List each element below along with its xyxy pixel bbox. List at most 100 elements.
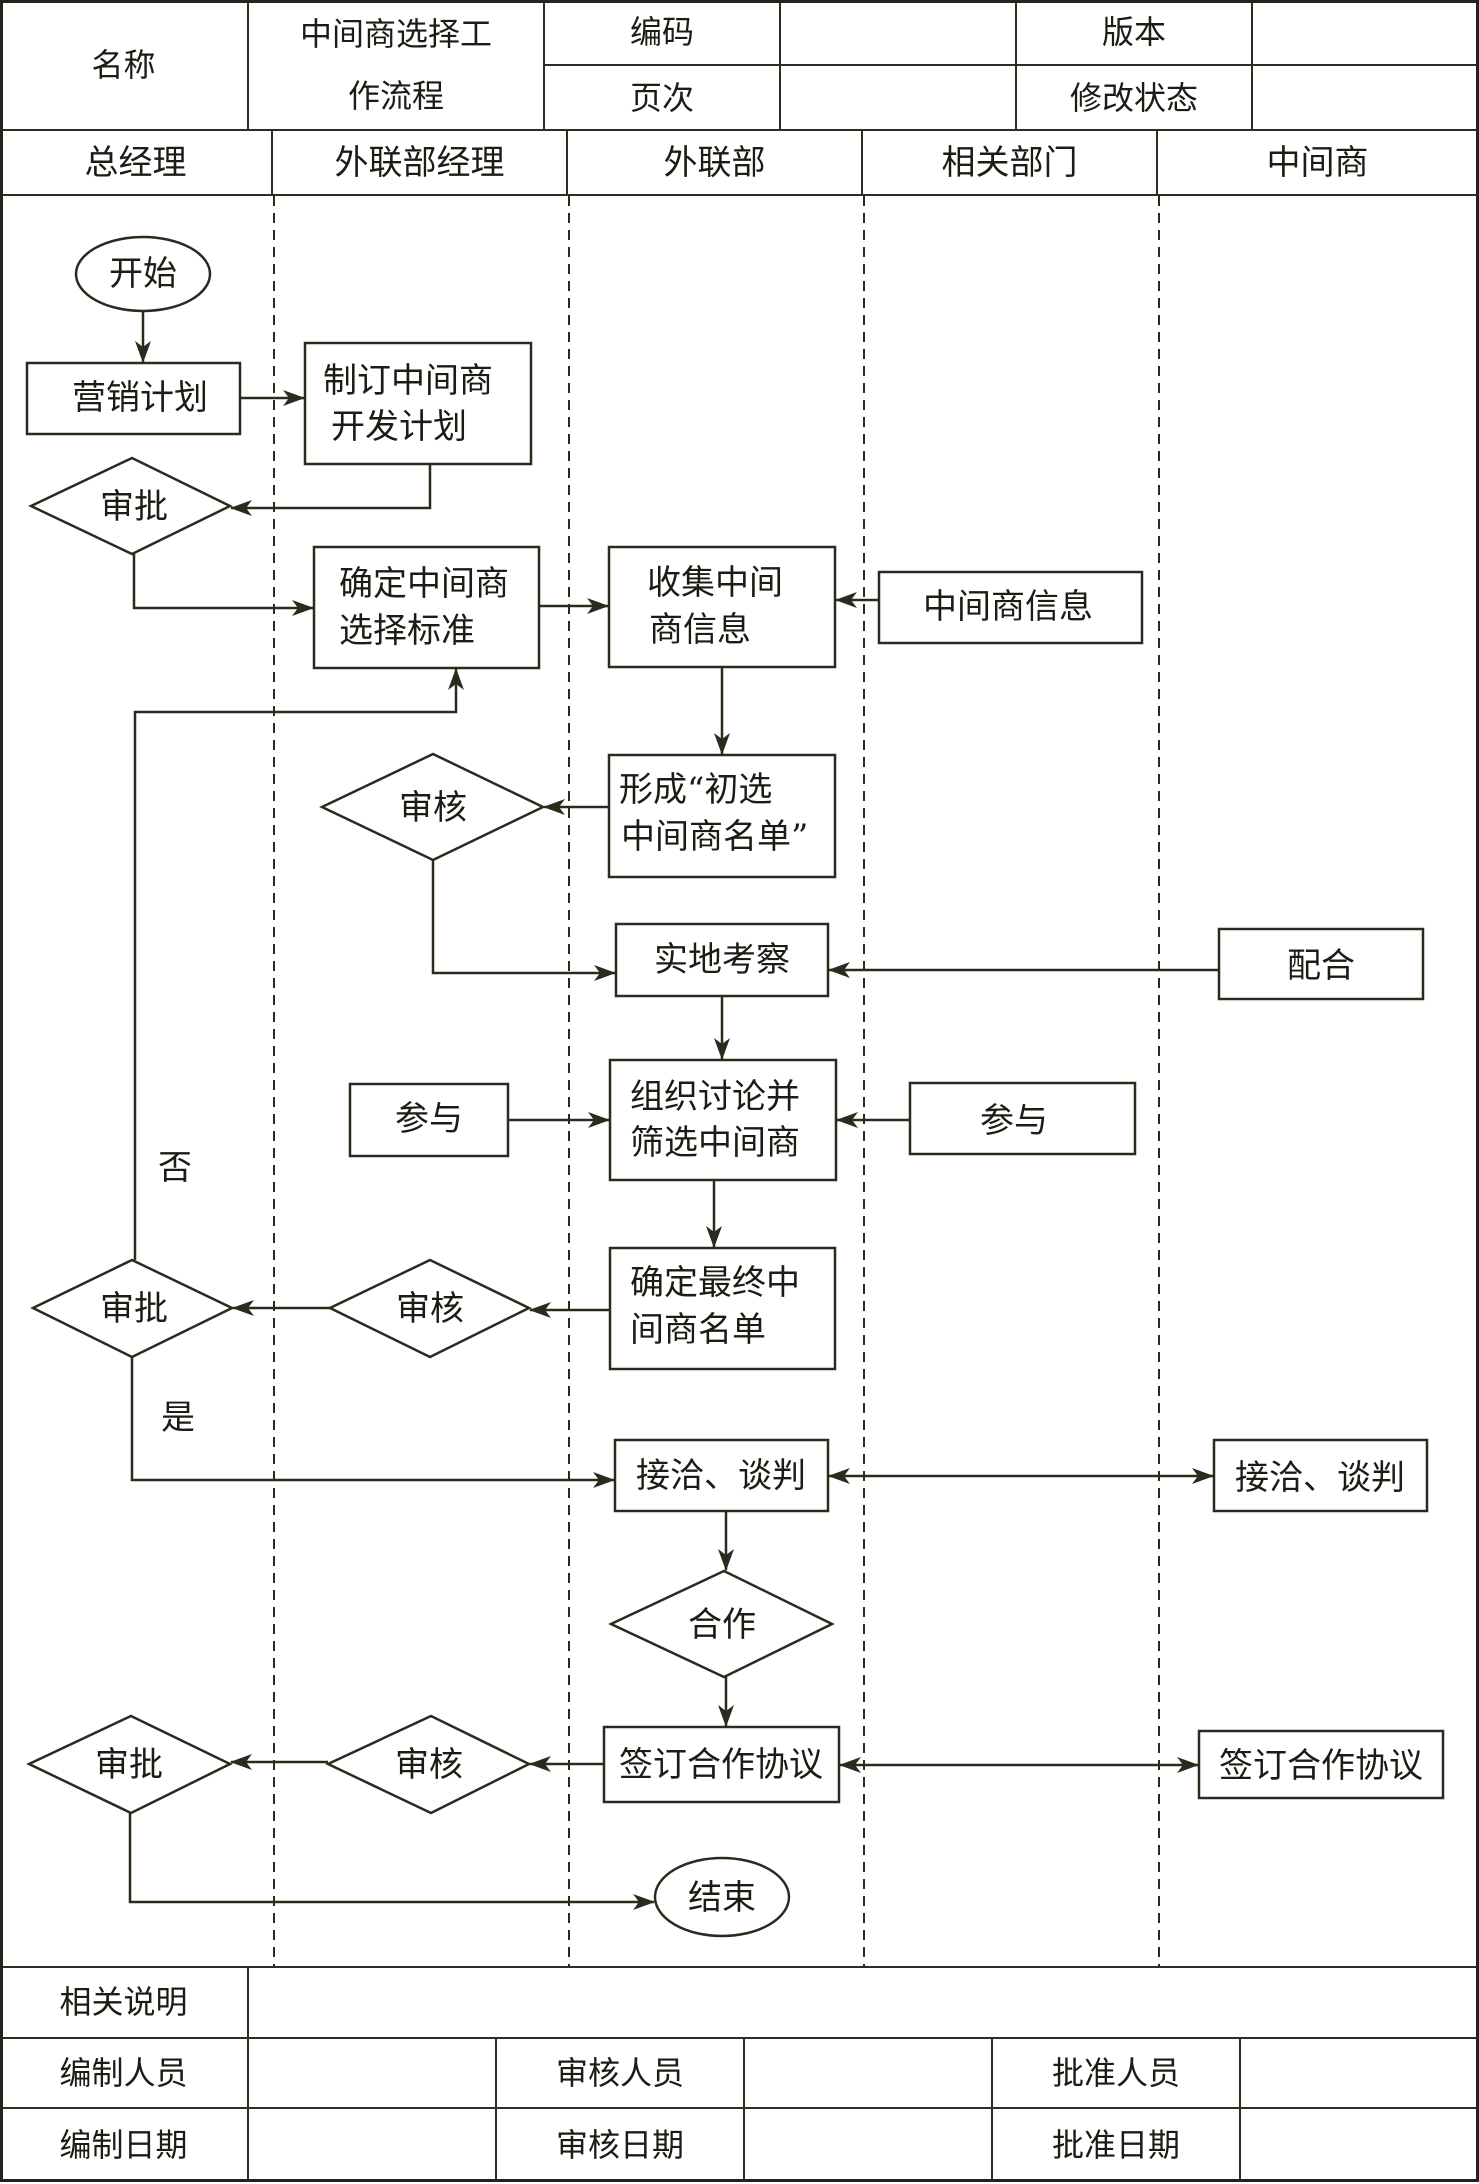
process-title-line-1: 中间商选择工 [299,14,492,53]
approved-by-label-cell: 批准人员 [993,2039,1241,2109]
prepared-by-label-cell: 编制人员 [0,2039,249,2109]
review-1-node: 审核 [319,752,546,862]
arrow-approve-3-to-end [128,1813,655,1910]
lane-header-external-dept: 外联部 [568,131,863,196]
lane-header-general-manager: 总经理 [0,131,273,196]
criteria-node: 确定中间商 选择标准 [312,545,541,670]
review-3-node: 审核 [325,1714,532,1815]
review-1-diamond [319,752,546,862]
approve-2-node: 审批 [30,1258,235,1359]
prelim-list-line-2: 中间商名单” [621,817,808,857]
approve-1-node: 审批 [28,456,233,556]
approve-3-label: 审批 [95,1745,163,1785]
end-ellipse [653,1856,791,1938]
negotiate-box [613,1438,830,1513]
approve-3-diamond [26,1714,233,1815]
reject-branch-label: 否 [158,1148,192,1188]
review-3-diamond [325,1714,532,1815]
approve-2-label: 审批 [100,1289,168,1329]
name-label: 名称 [91,45,156,84]
marketing-plan-node: 营销计划 [25,361,242,436]
final-list-line-2: 间商名单 [630,1310,766,1350]
code-label-cell: 编码 [545,0,781,66]
final-list-box [608,1246,837,1371]
prelim-list-box [607,753,837,879]
name-label-cell: 名称 [0,0,249,131]
lane-label: 相关部门 [941,142,1078,183]
negotiate-node: 接洽、谈判 [613,1438,830,1513]
field-survey-box [614,922,830,998]
discuss-select-label: 组织讨论并 筛选中间商 [630,1066,811,1163]
participate-right-label: 参与 [980,1101,1048,1141]
collect-info-line-1: 收集中间 [647,563,783,603]
prelim-list-label: 形成“初选 中间商名单” [619,759,808,857]
reviewed-by-value-cell [745,2039,993,2109]
approve-3-node: 审批 [26,1714,233,1815]
review-2-label: 审核 [396,1289,464,1329]
page-value-cell [781,66,1017,131]
approve-2-diamond [30,1258,235,1359]
approve-1-label: 审批 [100,487,168,527]
cooperate-support-label: 配合 [1287,946,1355,986]
participate-right-box [908,1081,1137,1156]
marketing-plan-label: 营销计划 [72,378,208,418]
cooperation-label: 合作 [688,1605,756,1645]
lane-header-intermediary: 中间商 [1158,131,1479,196]
sign-agreement-label: 签订合作协议 [619,1745,823,1785]
plan-dev-node: 制订中间商 开发计划 [303,341,533,466]
plan-dev-line-1: 制订中间商 [323,361,493,401]
code-label: 编码 [629,13,694,51]
page-label: 页次 [629,78,694,117]
accept-branch-label: 是 [161,1398,195,1438]
revision-label-cell: 修改状态 [1017,66,1253,131]
review-2-node: 审核 [327,1258,532,1359]
sign-agreement-box [602,1725,841,1804]
notes-label-cell: 相关说明 [0,1967,249,2039]
discuss-select-box [608,1058,838,1182]
negotiate-label: 接洽、谈判 [636,1456,806,1496]
plan-dev-box [303,341,533,466]
revision-label: 修改状态 [1069,78,1198,117]
cooperate-support-box [1217,927,1425,1001]
discuss-select-line-1: 组织讨论并 [630,1077,800,1117]
criteria-label: 确定中间商 选择标准 [339,553,520,651]
collect-info-label: 收集中间 商信息 [647,552,794,650]
approve-1-diamond [28,456,233,556]
prelim-list-line-1: 形成“初选 [619,770,772,810]
participate-left-box [348,1082,510,1158]
review-3-label: 审核 [395,1745,463,1785]
process-title-line-2: 作流程 [347,76,444,115]
lane-header-related-dept: 相关部门 [863,131,1158,196]
reviewed-by-label-cell: 审核人员 [497,2039,745,2109]
negotiate-dealer-node: 接洽、谈判 [1212,1438,1429,1513]
prepared-by-value-cell [249,2039,497,2109]
collect-info-node: 收集中间 商信息 [607,545,837,669]
start-ellipse [74,235,212,313]
version-label: 版本 [1101,13,1166,51]
prepared-date-label: 编制日期 [59,2125,188,2164]
discuss-select-line-2: 筛选中间商 [630,1123,800,1163]
discuss-select-node: 组织讨论并 筛选中间商 [608,1058,838,1182]
participate-left-label: 参与 [395,1099,463,1139]
process-title-cell: 中间商选择工 作流程 [249,0,545,131]
prepared-by-label: 编制人员 [59,2054,188,2092]
marketing-plan-box [25,361,242,436]
lane-header-external-manager: 外联部经理 [273,131,568,196]
cooperation-node: 合作 [608,1569,835,1679]
negotiate-dealer-label: 接洽、谈判 [1235,1458,1405,1498]
notes-label: 相关说明 [59,1983,188,2021]
dealer-info-node: 中间商信息 [877,570,1144,645]
review-2-diamond [327,1258,532,1359]
arrow-review-1-to-survey [431,860,616,981]
lane-label: 中间商 [1266,142,1369,183]
collect-info-line-2: 商信息 [649,610,751,650]
cooperate-support-node: 配合 [1217,927,1425,1001]
lane-label: 外联部经理 [334,142,505,183]
participate-right-node: 参与 [908,1081,1137,1156]
reviewed-date-label: 审核日期 [555,2125,684,2164]
final-list-label: 确定最终中 间商名单 [630,1252,811,1350]
review-1-label: 审核 [399,788,467,828]
sign-agreement-dealer-box [1197,1729,1445,1800]
